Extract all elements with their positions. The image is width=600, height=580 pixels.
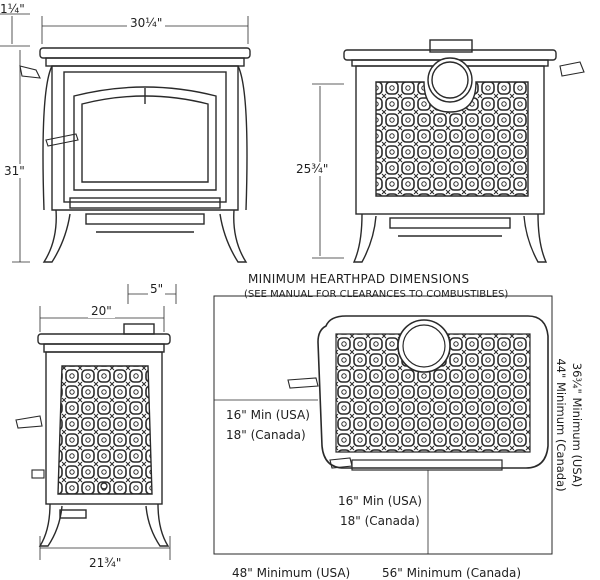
pad-width-usa: 48" Minimum (USA) — [232, 566, 351, 580]
back-view — [312, 39, 585, 263]
pad-width-canada: 56" Minimum (Canada) — [382, 566, 522, 580]
front-width-label: 30¼" — [127, 16, 166, 30]
left-clearance-usa: 16" Min (USA) — [226, 408, 310, 422]
pad-depth-usa: 36¾" Minimum (USA) — [570, 362, 584, 488]
hearthpad-subtitle: (SEE MANUAL FOR CLEARANCES TO COMBUSTIBL… — [244, 289, 509, 300]
front-clearance-usa: 16" Min (USA) — [338, 494, 422, 508]
back-height-label: 25¾" — [296, 162, 329, 176]
front-view — [0, 13, 251, 263]
front-clearance-canada: 18" (Canada) — [340, 514, 420, 528]
left-clearance-canada: 18" (Canada) — [226, 428, 306, 442]
side-flue-offset-label: 5" — [148, 282, 166, 296]
side-total-depth-label: 21¾" — [86, 556, 125, 570]
pad-depth-canada: 44" Minimum (Canada) — [554, 358, 568, 492]
hearthpad-view — [213, 295, 553, 555]
front-height-label: 31" — [4, 164, 25, 178]
side-depth-label: 20" — [88, 304, 115, 318]
hearthpad-title: MINIMUM HEARTHPAD DIMENSIONS — [248, 272, 470, 286]
front-top-offset-label: 1¼" — [0, 2, 25, 16]
side-view — [15, 284, 177, 560]
